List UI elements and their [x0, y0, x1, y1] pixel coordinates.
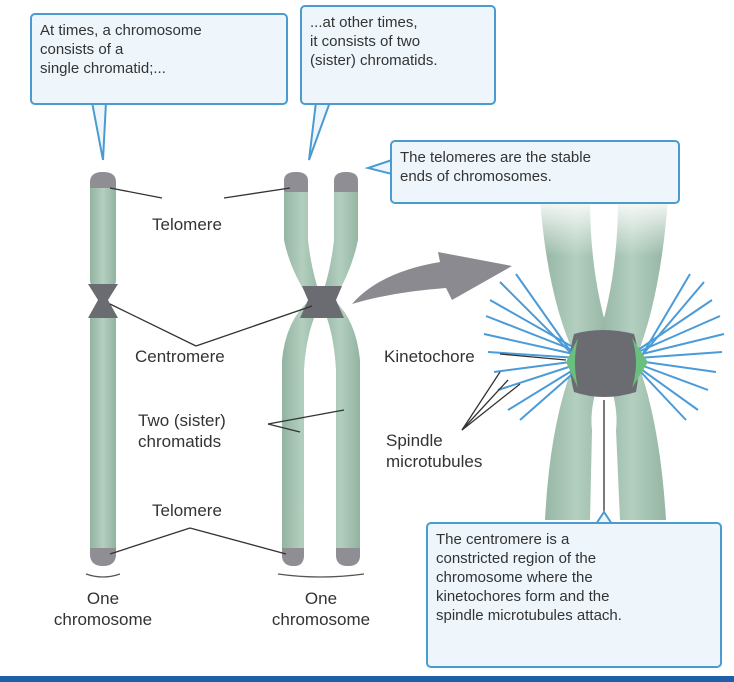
callout-centromere: The centromere is a constricted region o…	[426, 522, 722, 668]
label-line: microtubules	[386, 452, 483, 471]
two-chromatid-chromosome	[282, 172, 360, 566]
bracket-left	[85, 573, 121, 578]
label-one-chromosome-left: One chromosome	[28, 588, 178, 630]
label-one-chromosome-right: One chromosome	[246, 588, 396, 630]
chromatid-arm-upper	[90, 172, 116, 292]
label-spindle-microtubules: Spindle microtubules	[386, 430, 482, 472]
label-telomere-top: Telomere	[152, 215, 222, 234]
callout-line: At times, a chromosome	[40, 22, 202, 39]
label-line: chromatids	[138, 432, 222, 451]
sister-chromatid-right	[320, 172, 360, 566]
centromere-left	[88, 284, 118, 318]
magnified-centromere	[483, 196, 725, 520]
label-line: One	[304, 589, 338, 608]
callout-line: The telomeres are the stable	[400, 149, 591, 166]
telomere-mid-right-bottom	[336, 548, 360, 566]
chromatid-arm-lower	[90, 306, 116, 566]
sister-chromatid-left	[282, 172, 322, 566]
callout-line: single chromatid;...	[40, 60, 166, 77]
label-line: Spindle	[386, 431, 443, 450]
callout-two-chromatids: ...at other times, it consists of two (s…	[300, 5, 496, 105]
label-centromere: Centromere	[135, 347, 225, 366]
kinetochore-right	[632, 338, 648, 388]
label-kinetochore: Kinetochore	[384, 347, 475, 366]
callout-pointer-telomeres	[364, 159, 393, 175]
callout-line: spindle microtubules attach.	[436, 607, 622, 624]
centromere-middle	[300, 286, 344, 318]
magnified-centromere-body	[570, 330, 639, 397]
callout-line: constricted region of the	[436, 550, 597, 567]
callout-line: (sister) chromatids.	[310, 52, 438, 69]
callout-line: it consists of two	[310, 33, 421, 50]
spindle-microtubules	[483, 273, 725, 421]
label-telomere-bottom: Telomere	[152, 501, 222, 520]
callout-line: kinetochores form and the	[436, 588, 610, 605]
label-line: chromosome	[271, 610, 371, 629]
callout-pointer-centromere	[595, 510, 613, 525]
callout-line: The centromere is a	[436, 531, 570, 548]
kinetochore-left	[566, 338, 578, 388]
callout-line: consists of a	[40, 41, 124, 58]
bottom-bar	[0, 676, 734, 682]
callout-pointer-single	[91, 101, 107, 161]
telomere-left-top	[90, 172, 116, 188]
label-line: One	[86, 589, 120, 608]
callout-line: chromosome where the	[436, 569, 593, 586]
callout-single-chromatid: At times, a chromosome consists of a sin…	[30, 13, 288, 105]
label-sister-chromatids: Two (sister) chromatids	[138, 410, 226, 452]
callout-line: ...at other times,	[310, 14, 418, 31]
telomere-left-bottom	[90, 548, 116, 566]
callout-telomeres: The telomeres are the stable ends of chr…	[390, 140, 680, 204]
label-line: Two (sister)	[138, 411, 226, 430]
callout-line: ends of chromosomes.	[400, 168, 552, 185]
single-chromatid-chromosome	[88, 172, 118, 566]
callout-pointer-two	[308, 101, 331, 161]
telomere-mid-left-bottom	[282, 548, 304, 566]
label-line: chromosome	[53, 610, 153, 629]
bracket-right	[277, 573, 365, 578]
magnify-arrow	[352, 252, 512, 304]
leader-lines	[109, 187, 605, 555]
telomere-mid-right-top	[334, 172, 358, 192]
telomere-mid-left-top	[284, 172, 308, 192]
